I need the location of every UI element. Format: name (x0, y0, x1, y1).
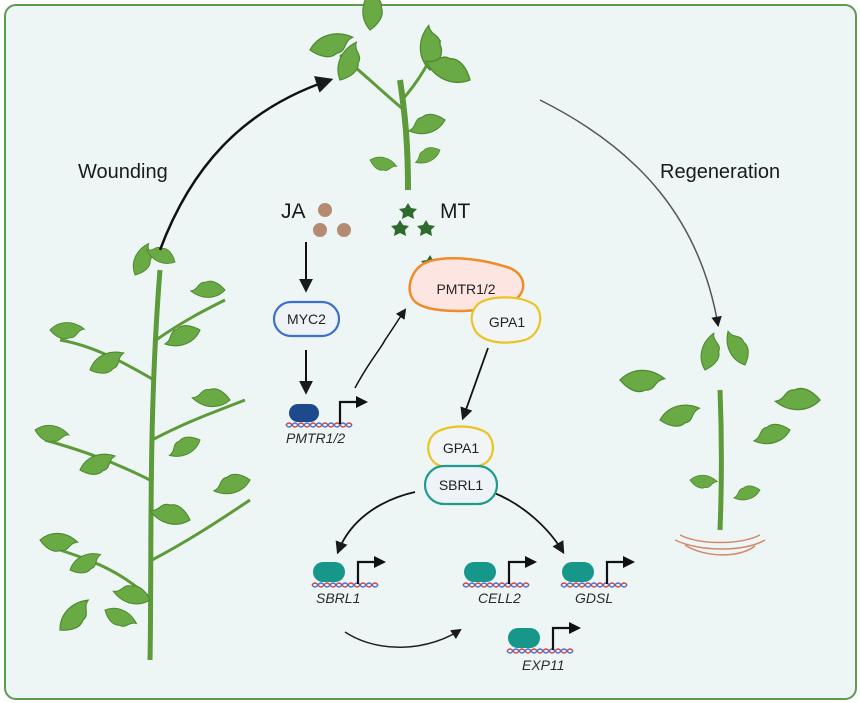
tall-plant-illustration (32, 240, 253, 661)
wounding-arrow (158, 76, 334, 251)
cell2-gene-label: CELL2 (478, 590, 521, 606)
pmtr-protein: PMTR1/2 (436, 281, 496, 297)
pmtr-gene-label: PMTR1/2 (286, 430, 346, 446)
wounded-plant-illustration (307, 0, 477, 191)
gpa1-protein-lower: GPA1 (442, 440, 480, 456)
sbrl1-protein: SBRL1 (438, 477, 484, 493)
gpa1-protein-upper: GPA1 (488, 314, 526, 330)
regenerated-plant-illustration (618, 326, 822, 556)
ja-label: JA (281, 200, 306, 223)
mt-label: MT (440, 200, 471, 223)
regeneration-label: Regeneration (660, 161, 781, 183)
gdsl-gene-label: GDSL (575, 590, 614, 606)
exp11-gene-label: EXP11 (522, 657, 565, 673)
regeneration-arrow (539, 99, 722, 328)
myc2-protein: MYC2 (287, 311, 326, 327)
sbrl1-gene-label: SBRL1 (316, 590, 361, 606)
wounding-label: Wounding (78, 161, 168, 183)
